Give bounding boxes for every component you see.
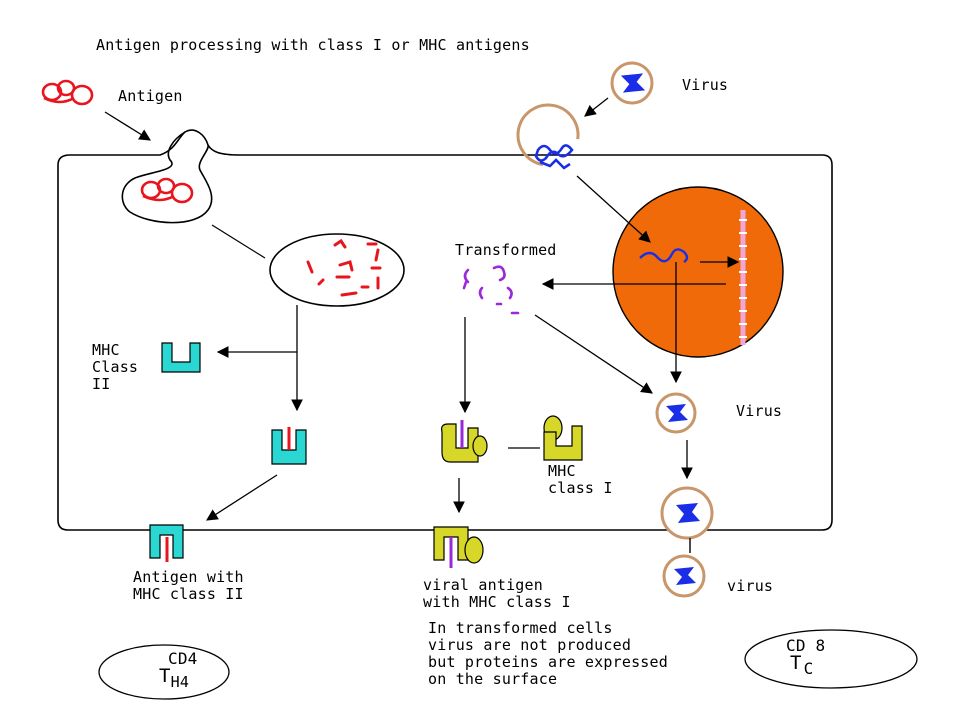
- surface-mhc-ii-antigen-icon: [149, 524, 184, 562]
- arrow-vesicle-to-nucleus: [576, 175, 651, 243]
- antigen-internalized-icon: [140, 177, 194, 204]
- virus-mid-icon: [655, 392, 697, 434]
- label-transformed: Transformed: [455, 241, 557, 259]
- antigen-icon: [41, 79, 94, 106]
- virus-vesicle: [516, 103, 580, 170]
- virus-budding-icon: [660, 486, 714, 540]
- label-antigen-with-mhc-ii: Antigen with MHC class II: [133, 568, 244, 603]
- transformed-cells-note: In transformed cells virus are not produ…: [428, 619, 668, 688]
- arrow-virus-entry: [584, 97, 609, 117]
- label-virus-mid: Virus: [736, 402, 783, 420]
- connector-pocket-lysosome: [211, 224, 266, 259]
- label-virus-bottom: virus: [727, 577, 774, 595]
- cell-membrane: [57, 129, 833, 531]
- viral-genome: [639, 248, 689, 263]
- label-mhc-class-i: MHC class I: [548, 462, 613, 497]
- label-antigen: Antigen: [118, 87, 183, 105]
- label-cd4: CD4: [168, 649, 198, 668]
- label-tc-subscript: C: [803, 659, 814, 678]
- page-title: Antigen processing with class I or MHC a…: [96, 36, 530, 54]
- label-mhc-class-ii: MHC Class II: [92, 341, 139, 393]
- label-th-subscript: H4: [170, 673, 190, 691]
- antigen-fragments: [306, 238, 382, 297]
- mhc-class-ii-empty-icon: [161, 342, 201, 373]
- arrow-antigen-entry: [104, 111, 151, 141]
- mhc-class-ii-loaded-icon: [271, 427, 307, 465]
- label-virus-top: Virus: [682, 76, 729, 94]
- lysosome: [269, 233, 405, 307]
- label-cd8: CD 8: [786, 636, 826, 655]
- label-th: TH4: [159, 665, 190, 691]
- arrow-protein-to-virus: [534, 314, 653, 394]
- arrow-to-surface-mhc-ii: [206, 474, 278, 521]
- nucleus: [612, 186, 784, 358]
- cd4-t-helper-cell: [98, 644, 230, 700]
- label-viral-antigen: viral antigen with MHC class I: [423, 576, 571, 611]
- cd8-cytotoxic-t-cell: [744, 629, 918, 689]
- virus-released-icon: [662, 554, 706, 598]
- mhc-class-i-loaded-icon: [441, 420, 488, 463]
- virus-top-icon: [610, 61, 654, 105]
- dna-strand: [739, 210, 747, 345]
- surface-mhc-i-antigen-icon: [433, 526, 484, 568]
- mhc-class-i-empty-icon: [543, 415, 583, 461]
- viral-protein-fragments: [462, 265, 520, 315]
- endocytic-pocket: [121, 131, 213, 224]
